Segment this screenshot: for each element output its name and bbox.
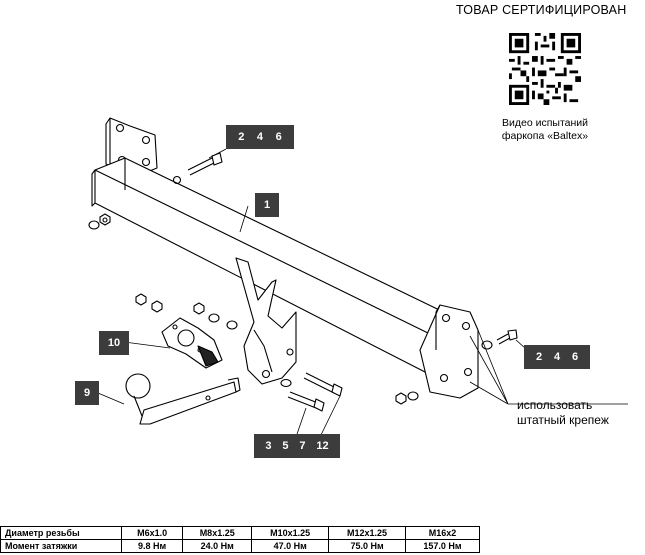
table-cell: M16x2 bbox=[404, 526, 481, 540]
torque-table: Диаметр резьбы M6x1.0 M8x1.25 M10x1.25 M… bbox=[0, 526, 481, 553]
table-cell: 47.0 Нм bbox=[251, 539, 330, 553]
table-row: Момент затяжки 9.8 Нм 24.0 Нм 47.0 Нм 75… bbox=[0, 539, 481, 553]
callout-bolts-top: 2 4 6 bbox=[226, 125, 294, 149]
callout-ball: 9 bbox=[75, 381, 99, 405]
callout-number: 10 bbox=[107, 337, 121, 349]
callout-number: 6 bbox=[275, 131, 282, 143]
callout-bolts-right: 2 4 6 bbox=[524, 345, 590, 369]
callout-number: 12 bbox=[316, 440, 329, 452]
towbar-assembly-drawing bbox=[88, 117, 628, 438]
hitch-receiver-bracket bbox=[235, 257, 297, 385]
callout-number: 2 bbox=[238, 131, 245, 143]
bolt-right bbox=[481, 329, 518, 350]
callout-bolts-bottom: 3 5 7 12 bbox=[254, 434, 340, 458]
socket-nuts bbox=[135, 293, 238, 330]
table-cell: 75.0 Нм bbox=[328, 539, 406, 553]
table-cell: M6x1.0 bbox=[120, 526, 184, 540]
video-caption-line1: Видео испытаний bbox=[502, 117, 588, 129]
callout-socket: 10 bbox=[99, 331, 129, 355]
standard-fasteners-note: использовать штатный крепеж bbox=[517, 398, 609, 428]
callout-number: 4 bbox=[553, 351, 561, 363]
row-label: Момент затяжки bbox=[0, 539, 122, 553]
bolt-top bbox=[172, 152, 223, 185]
callout-number: 4 bbox=[256, 131, 264, 143]
certified-header: ТОВАР СЕРТИФИЦИРОВАН bbox=[456, 3, 627, 17]
table-cell: M12x1.25 bbox=[328, 526, 406, 540]
bolts-bottom bbox=[280, 372, 343, 412]
callout-crossbar: 1 bbox=[255, 193, 279, 217]
callout-number: 7 bbox=[299, 440, 306, 452]
note-line1: использовать bbox=[517, 398, 593, 412]
callout-number: 3 bbox=[265, 440, 272, 452]
table-cell: 24.0 Нм bbox=[182, 539, 253, 553]
left-nuts bbox=[88, 213, 111, 230]
leader-lines bbox=[97, 148, 628, 438]
right-nuts bbox=[395, 391, 419, 405]
callout-number: 1 bbox=[263, 199, 271, 211]
row-label: Диаметр резьбы bbox=[0, 526, 122, 540]
qr-code-icon[interactable] bbox=[509, 33, 581, 105]
table-cell: 9.8 Нм bbox=[120, 539, 184, 553]
video-caption-line2: фаркопа «Baltex» bbox=[501, 130, 589, 142]
callout-number: 5 bbox=[282, 440, 289, 452]
socket-plate bbox=[161, 317, 223, 369]
callout-number: 9 bbox=[83, 387, 91, 399]
table-cell: 157.0 Нм bbox=[404, 539, 481, 553]
table-cell: M8x1.25 bbox=[182, 526, 253, 540]
table-row: Диаметр резьбы M6x1.0 M8x1.25 M10x1.25 M… bbox=[0, 526, 481, 540]
ball-mount bbox=[125, 373, 241, 425]
right-mounting-bracket bbox=[419, 304, 479, 399]
note-line2: штатный крепеж bbox=[517, 413, 609, 427]
table-cell: M10x1.25 bbox=[251, 526, 330, 540]
callout-number: 6 bbox=[571, 351, 579, 363]
callout-number: 2 bbox=[535, 351, 543, 363]
video-caption: Видео испытаний фаркопа «Baltex» bbox=[470, 117, 620, 143]
